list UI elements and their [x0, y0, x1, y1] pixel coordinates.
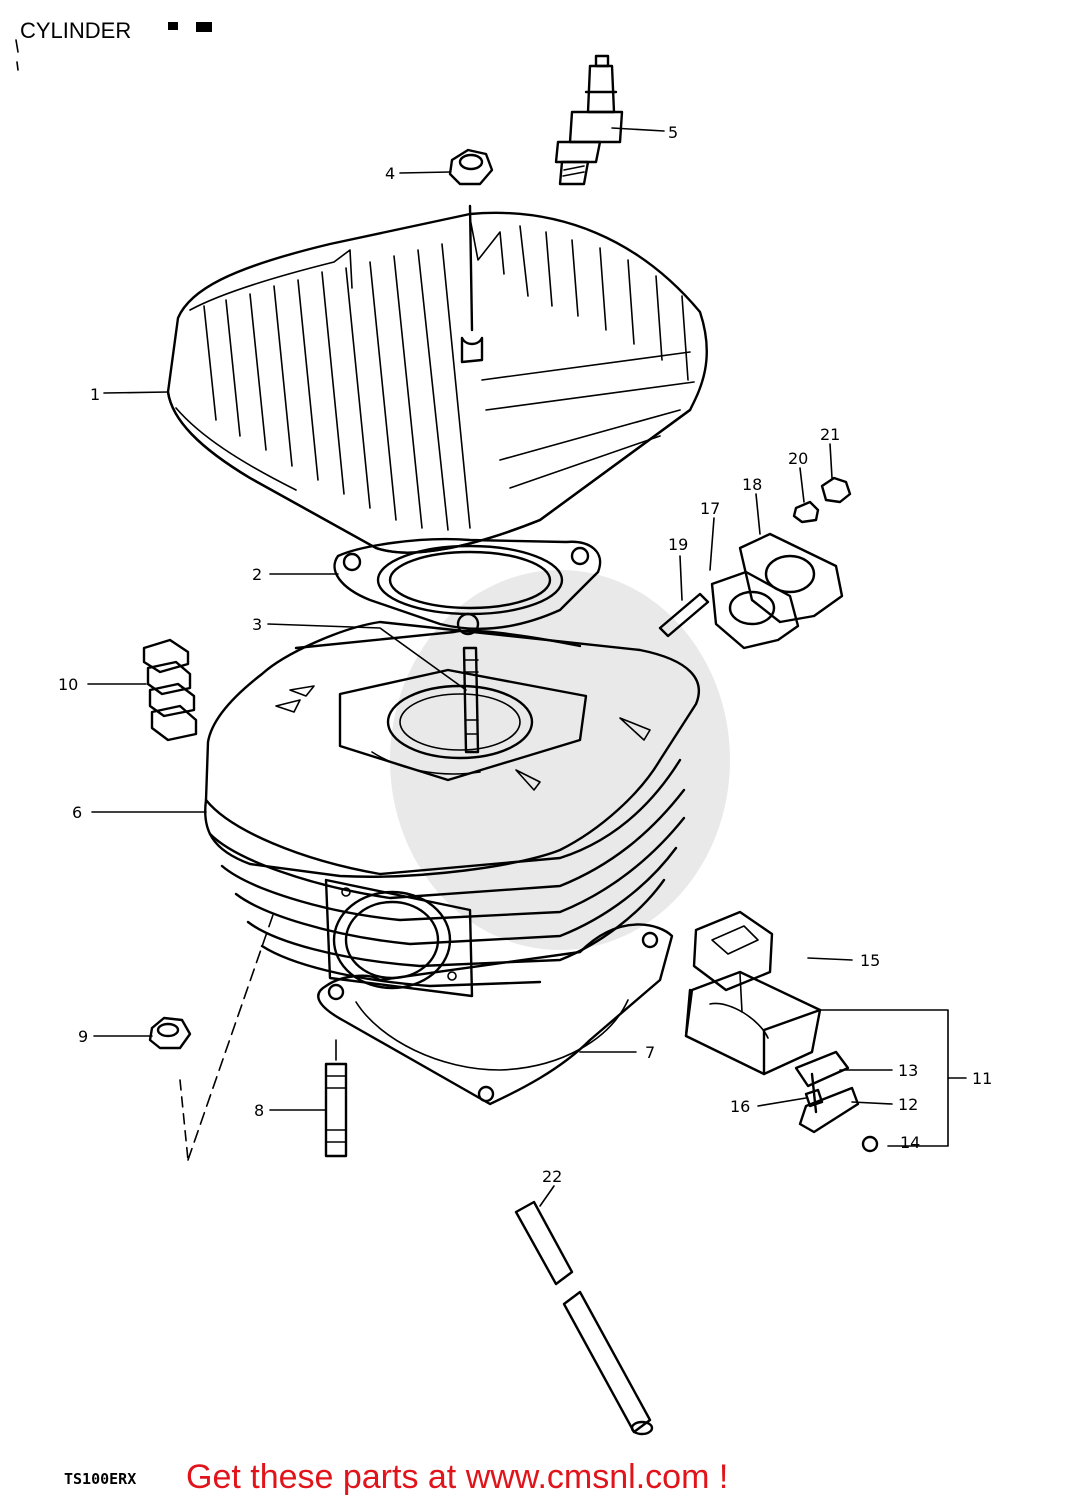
- breather-hose: [514, 1200, 654, 1436]
- callout-12: 12: [898, 1095, 918, 1114]
- cylinder-block: [204, 620, 701, 998]
- intake-washer: [792, 500, 820, 524]
- callout-21: 21: [820, 425, 840, 444]
- callout-17: 17: [700, 499, 720, 518]
- callout-14: 14: [900, 1133, 920, 1152]
- callout-13: 13: [898, 1061, 918, 1080]
- intake-gaskets: [710, 532, 844, 650]
- callout-15: 15: [860, 951, 880, 970]
- watermark: [390, 570, 730, 950]
- callout-20: 20: [788, 449, 808, 468]
- callout-16: 16: [730, 1097, 750, 1116]
- intake-nut: [820, 476, 852, 504]
- callout-19: 19: [668, 535, 688, 554]
- callout-11: 11: [972, 1069, 992, 1088]
- callout-3: 3: [252, 615, 262, 634]
- callout-18: 18: [742, 475, 762, 494]
- model-code: TS100ERX: [64, 1470, 136, 1488]
- base-gasket: [317, 923, 674, 1106]
- base-stud: [324, 1039, 348, 1158]
- callout-22: 22: [542, 1167, 562, 1186]
- cylinder-head-nut: [448, 148, 494, 186]
- head-gasket: [333, 537, 602, 636]
- callout-8: 8: [254, 1101, 264, 1120]
- callout-6: 6: [72, 803, 82, 822]
- fin-dampers: [142, 638, 198, 742]
- callout-7: 7: [645, 1043, 655, 1062]
- intake-stud: [658, 592, 710, 638]
- callout-4: 4: [385, 164, 395, 183]
- reed-valve-assembly: [684, 910, 822, 1076]
- callout-9: 9: [78, 1027, 88, 1046]
- title-mark: [196, 22, 212, 32]
- leader-lines: [87, 127, 967, 1207]
- base-nut: [148, 1016, 192, 1050]
- footer-link[interactable]: Get these parts at www.cmsnl.com !: [186, 1458, 728, 1496]
- assembly-lines: [179, 911, 275, 1161]
- spark-plug: [554, 54, 624, 186]
- reed-stopper-plate: [794, 1050, 879, 1153]
- callout-10: 10: [58, 675, 78, 694]
- margin-tick: [16, 61, 19, 71]
- margin-tick: [15, 39, 19, 53]
- callout-5: 5: [668, 123, 678, 142]
- cylinder-stud: [462, 646, 480, 754]
- callout-1: 1: [90, 385, 100, 404]
- title-mark: [168, 22, 178, 30]
- callout-2: 2: [252, 565, 262, 584]
- diagram-title: CYLINDER: [20, 18, 131, 43]
- cylinder-head: [166, 204, 708, 554]
